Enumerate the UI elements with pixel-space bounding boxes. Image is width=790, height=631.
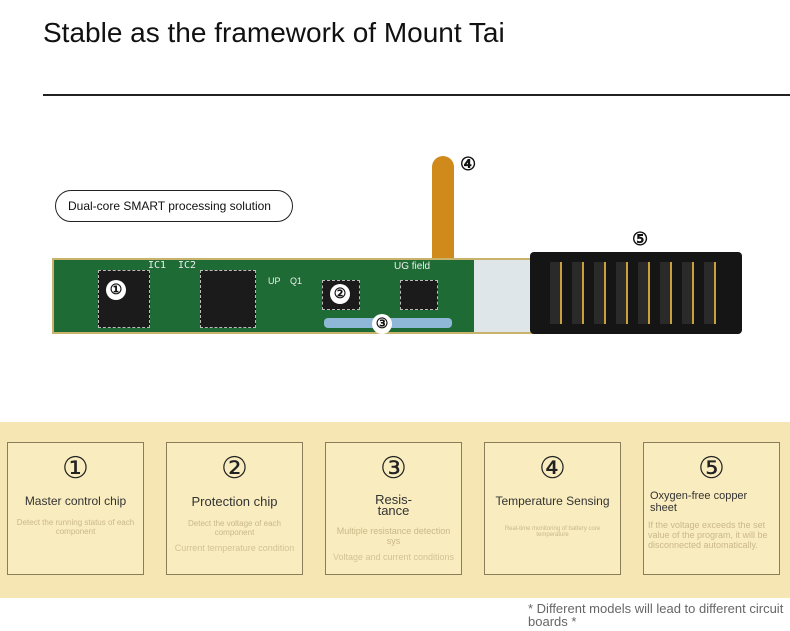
chip-ic2 <box>200 270 256 328</box>
feature-card-copper-sheet: ⑤ Oxygen-free copper sheet If the voltag… <box>643 442 780 575</box>
card-description: If the voltage exceeds the set value of … <box>648 520 768 550</box>
solution-label: Dual-core SMART processing solution <box>55 190 293 222</box>
card-number: ⑤ <box>698 451 725 486</box>
card-description-2: Current temperature condition <box>174 543 295 553</box>
board-label-ic2: IC2 <box>178 260 197 271</box>
card-title: Protection chip <box>191 494 278 509</box>
feature-card-resistance: ③ Resis- tance Multiple resistance detec… <box>325 442 462 575</box>
temperature-probe <box>432 156 454 262</box>
card-description: Real-time monitoring of battery core tem… <box>504 526 601 538</box>
card-number: ② <box>221 451 248 486</box>
chip-mosfet <box>400 280 438 310</box>
marker-2: ② <box>330 284 350 304</box>
page-title: Stable as the framework of Mount Tai <box>43 17 505 48</box>
circuit-board: IC1 IC2 UP Q1 UG field ① ② ③ <box>52 258 542 334</box>
marker-4: ④ <box>460 154 477 175</box>
card-title: Temperature Sensing <box>495 494 610 508</box>
card-description: Detect the running status of each compon… <box>16 518 135 536</box>
marker-3: ③ <box>372 314 392 334</box>
board-label-ug: UG field <box>394 261 431 272</box>
card-description: Detect the voltage of each component <box>188 519 281 537</box>
card-title: Resis- tance <box>375 492 412 518</box>
card-number: ③ <box>380 451 407 486</box>
footnote: * Different models will lead to differen… <box>528 601 784 629</box>
chip-ic1 <box>98 270 150 328</box>
marker-1: ① <box>106 280 126 300</box>
marker-5: ⑤ <box>632 229 649 250</box>
card-number: ④ <box>539 451 566 486</box>
card-title: Master control chip <box>24 494 127 508</box>
card-description: Multiple resistance detection sys <box>336 526 451 546</box>
board-label-ic1: IC1 <box>148 260 167 271</box>
battery-connector <box>530 252 742 334</box>
board-label-q1: Q1 <box>290 276 303 286</box>
divider <box>43 94 790 96</box>
card-number: ① <box>62 451 89 486</box>
card-title: Oxygen-free copper sheet <box>650 490 748 514</box>
card-description-2: Voltage and current conditions <box>332 552 455 562</box>
feature-card-master-chip: ① Master control chip Detect the running… <box>7 442 144 575</box>
feature-card-protection-chip: ② Protection chip Detect the voltage of … <box>166 442 303 575</box>
board-pad <box>474 260 540 332</box>
board-label-up: UP <box>268 276 281 286</box>
feature-card-temperature: ④ Temperature Sensing Real-time monitori… <box>484 442 621 575</box>
